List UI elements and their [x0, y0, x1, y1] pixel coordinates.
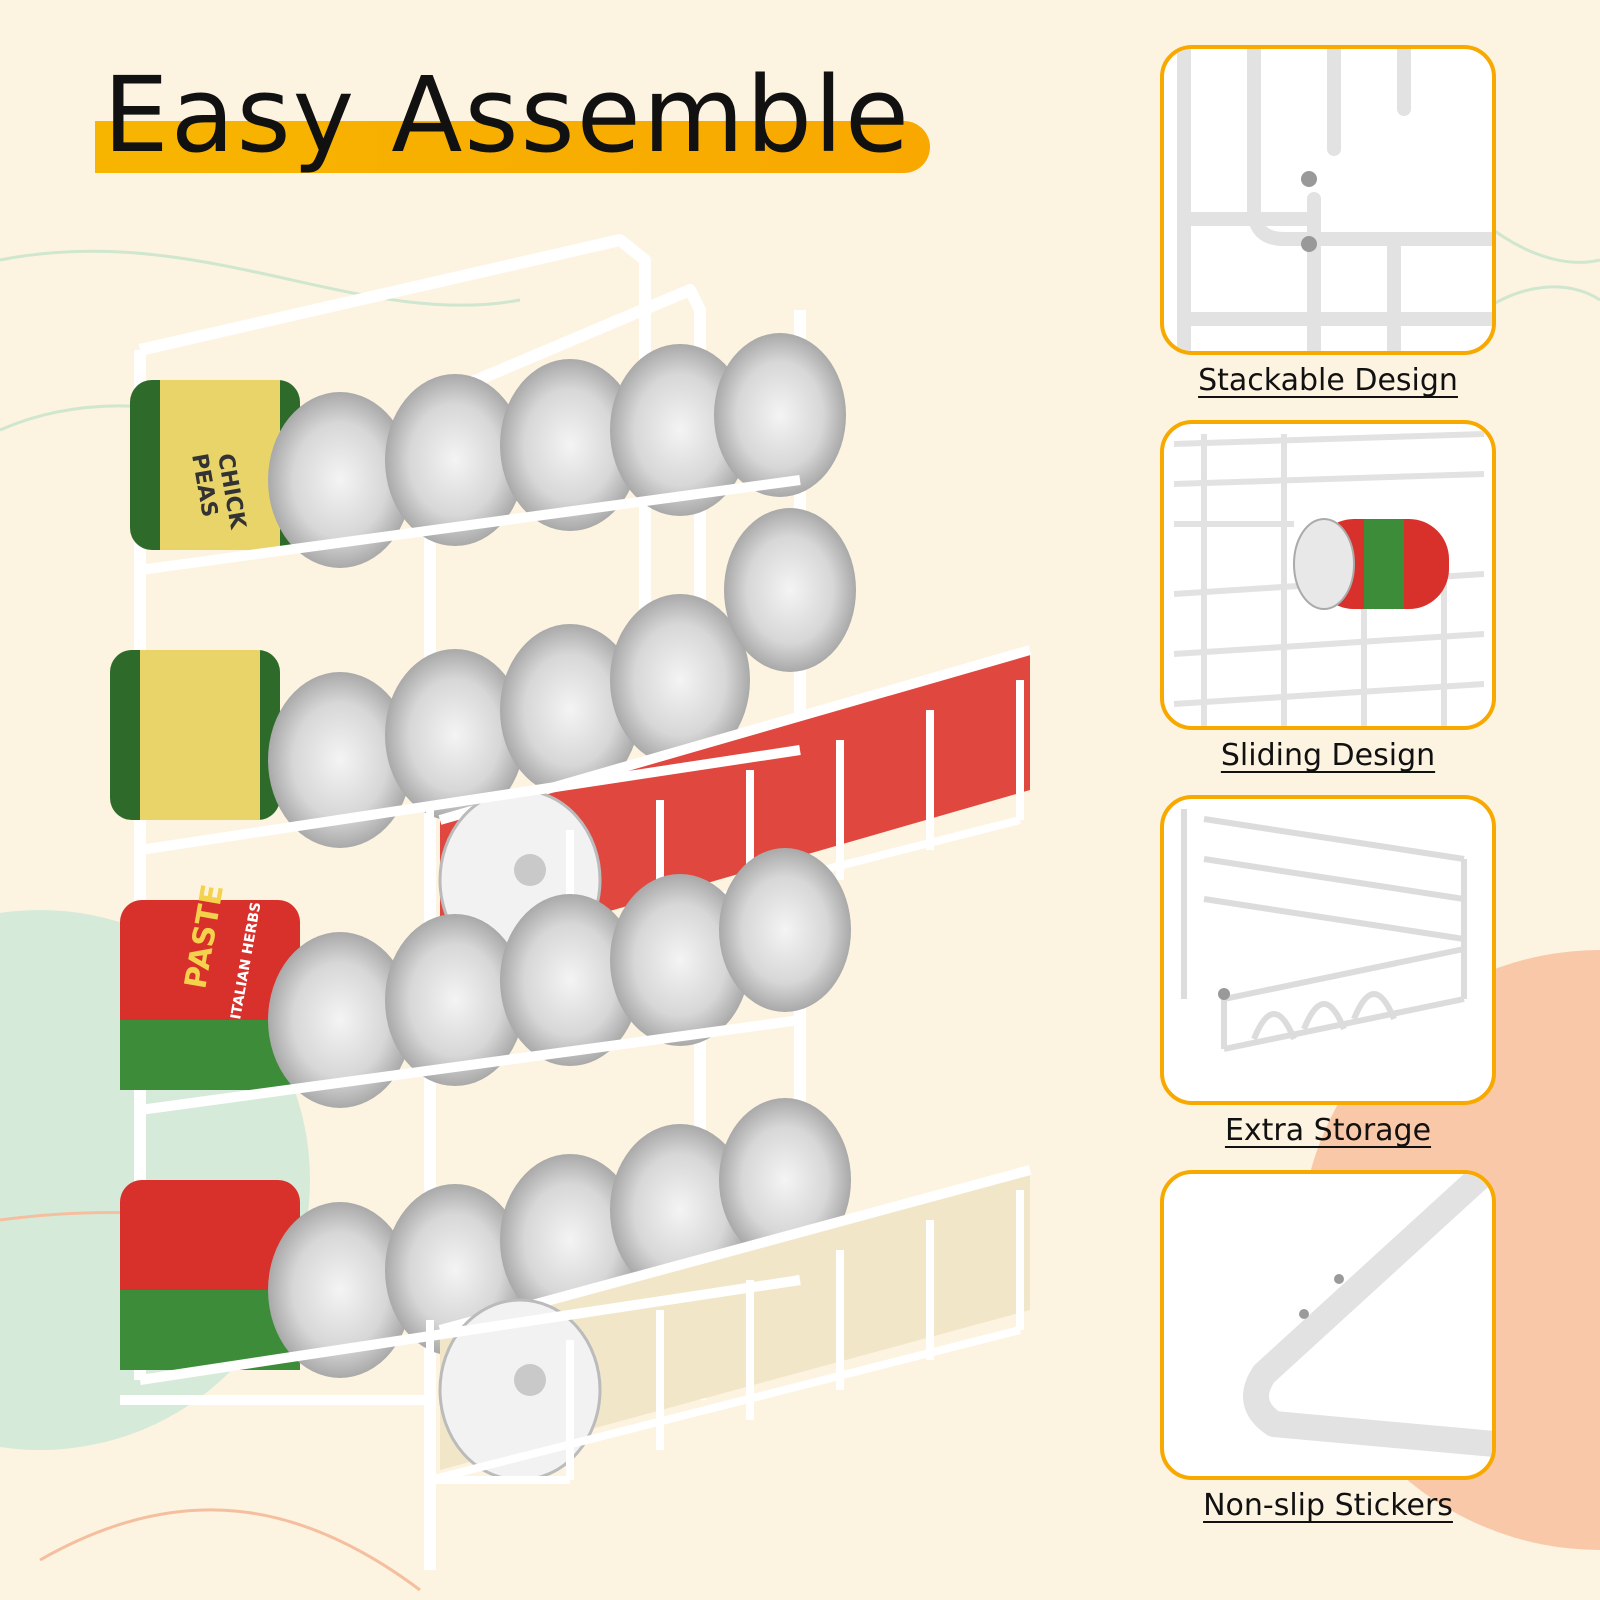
feature-label-stackable: Stackable Design: [1198, 363, 1458, 398]
feature-label-sliding: Sliding Design: [1220, 738, 1436, 773]
can-organizer-rack-icon: CHICK PEAS: [100, 230, 1060, 1580]
title-banner: Easy Assemble: [95, 55, 935, 195]
stackable-frame-icon: [1160, 45, 1496, 355]
non-slip-foot-icon: [1160, 1170, 1496, 1480]
page-title: Easy Assemble: [103, 54, 911, 176]
sliding-rack-icon: [1160, 420, 1496, 730]
title-highlight-bar: [95, 121, 930, 173]
extra-storage-icon: [1160, 795, 1496, 1105]
feature-label-extra-storage: Extra Storage: [1224, 1113, 1432, 1148]
feature-label-non-slip: Non-slip Stickers: [1203, 1488, 1453, 1523]
